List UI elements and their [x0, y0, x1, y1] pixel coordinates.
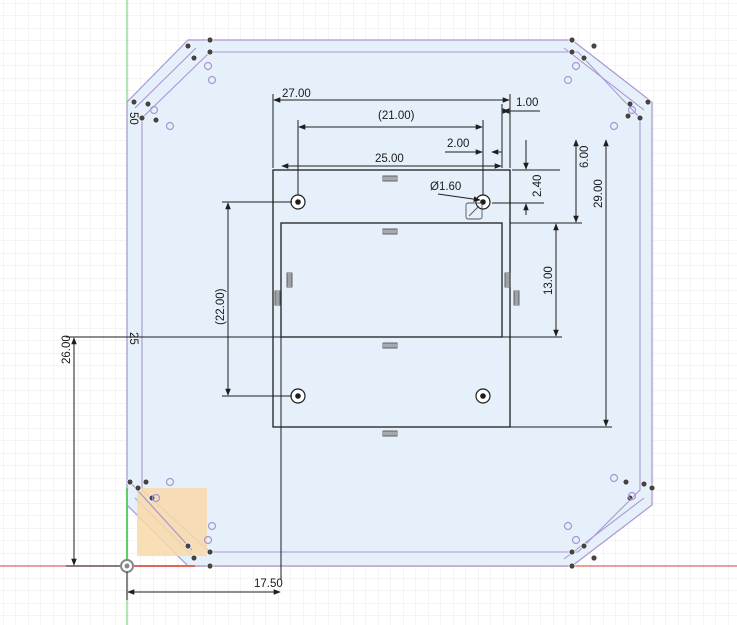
constraint-icon-window-top — [382, 228, 398, 235]
board-outline[interactable] — [272, 169, 511, 428]
dim-2[interactable]: 2.00 — [447, 138, 469, 150]
constraint-icon-left-inner — [286, 272, 293, 288]
dim-26[interactable]: 26.00 — [61, 335, 73, 364]
constraint-icons[interactable] — [274, 175, 520, 437]
dim-1750[interactable]: 17.50 — [254, 578, 283, 590]
construction-points[interactable] — [149, 61, 637, 545]
dim-25[interactable]: 25.00 — [375, 153, 404, 165]
value-50: 50 — [127, 112, 139, 125]
origin-point-center — [124, 563, 130, 569]
dim-6[interactable]: 6.00 — [579, 146, 591, 168]
constraint-icon-right-outer — [513, 290, 520, 306]
dim-22[interactable]: (22.00) — [215, 288, 227, 325]
mounting-hole-bl[interactable] — [290, 388, 306, 404]
dim-29[interactable]: 29.00 — [593, 179, 605, 208]
dimension-lines — [66, 94, 612, 600]
dim-13[interactable]: 13.00 — [543, 266, 555, 295]
dim-1[interactable]: 1.00 — [516, 97, 538, 109]
mounting-hole-tl[interactable] — [290, 194, 306, 210]
dim-27[interactable]: 27.00 — [282, 88, 311, 100]
constraint-icon-left — [274, 290, 281, 306]
constraint-icon-right — [504, 272, 511, 288]
selection-diagonal — [129, 481, 193, 551]
constraint-icon-bottom — [382, 430, 398, 437]
coincident-icon — [465, 202, 483, 220]
constraint-icon-top — [382, 175, 398, 182]
inner-profile[interactable] — [141, 51, 641, 553]
dim-diameter[interactable]: Ø1.60 — [430, 181, 461, 193]
dim-21[interactable]: (21.00) — [378, 110, 415, 122]
display-window[interactable] — [280, 222, 503, 338]
selection-highlight[interactable] — [137, 488, 207, 556]
constraint-icon-window-bottom — [382, 342, 398, 349]
mounting-hole-br[interactable] — [475, 388, 491, 404]
corner-points[interactable] — [126, 36, 656, 570]
dim-240[interactable]: 2.40 — [532, 175, 544, 197]
value-25: 25 — [127, 332, 139, 345]
